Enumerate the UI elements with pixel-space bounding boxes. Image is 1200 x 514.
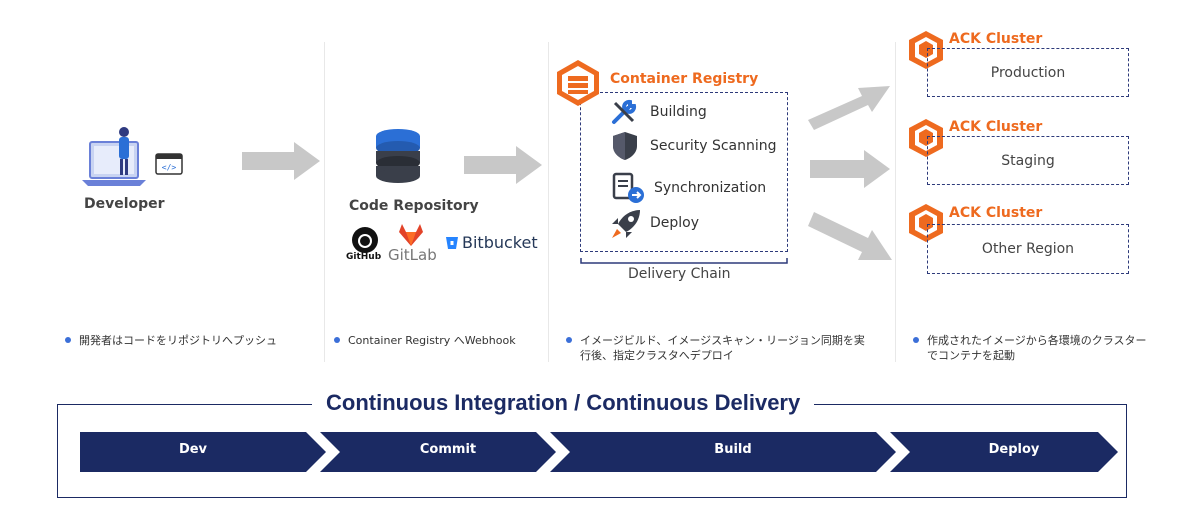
cluster-env-label: Staging [1001, 152, 1055, 169]
developer-laptop-icon: </> [82, 127, 183, 186]
flow-arrow-icon [464, 146, 542, 184]
github-label: GitHub [346, 252, 382, 262]
cluster-staging-box: Staging [927, 136, 1129, 185]
container-registry-icon [557, 60, 599, 106]
gitlab-label: GitLab [388, 246, 437, 264]
registry-title: Container Registry [610, 71, 759, 87]
registry-pipeline-box [580, 92, 788, 252]
column-divider [548, 42, 549, 362]
code-repository-label: Code Repository [349, 198, 479, 214]
code-tag-text: </> [162, 163, 177, 172]
ack-cluster-icon [909, 31, 943, 69]
wrench-icon [612, 99, 637, 124]
flow-arrow-icon [808, 212, 892, 260]
step-synchronization: Synchronization [654, 180, 767, 196]
cluster-other-region-box: Other Region [927, 224, 1129, 274]
ack-cluster-icon [909, 204, 943, 242]
bitbucket-icon [446, 237, 458, 249]
gitlab-icon [399, 224, 423, 246]
rocket-icon [612, 210, 640, 238]
note-developer: 開発者はコードをリポジトリへプッシュ [65, 333, 329, 348]
cluster-env-label: Other Region [981, 241, 1075, 257]
bitbucket-label: Bitbucket [462, 233, 538, 252]
flow-arrow-icon [810, 150, 890, 188]
cluster-env-label: Production [990, 64, 1066, 81]
step-security-scanning: Security Scanning [650, 138, 777, 154]
database-icon [376, 129, 420, 183]
stage-commit-chevron [320, 432, 556, 472]
step-deploy: Deploy [650, 215, 700, 231]
note-registry: イメージビルド、イメージスキャン・リージョン同期を実行後、指定クラスタへデプロイ [566, 333, 870, 363]
flow-arrow-icon [242, 142, 320, 180]
stage-commit-label: Commit [419, 442, 477, 457]
ack-cluster-icon [909, 119, 943, 157]
column-divider [895, 42, 896, 362]
delivery-chain-bracket [580, 258, 788, 264]
shield-icon [613, 132, 637, 160]
github-icon [352, 227, 378, 253]
stage-dev-label: Dev [178, 442, 208, 457]
developer-label: Developer [84, 196, 165, 212]
cluster-title: ACK Cluster [949, 205, 1043, 221]
stage-deploy-chevron [890, 432, 1118, 472]
delivery-chain-label: Delivery Chain [628, 266, 731, 282]
cicd-title: Continuous Integration / Continuous Deli… [312, 390, 815, 416]
cluster-title: ACK Cluster [949, 119, 1043, 135]
note-clusters: 作成されたイメージから各環境のクラスターでコンテナを起動 [913, 333, 1147, 363]
column-divider [324, 42, 325, 362]
flow-arrow-icon [808, 86, 890, 130]
stage-dev-chevron [80, 432, 326, 472]
cluster-production-box: Production [927, 48, 1129, 97]
cluster-title: ACK Cluster [949, 31, 1043, 47]
stage-build-label: Build [714, 442, 752, 457]
pipeline-chevrons [80, 432, 1118, 472]
step-building: Building [650, 104, 707, 120]
stage-build-chevron [550, 432, 896, 472]
stage-deploy-label: Deploy [988, 442, 1040, 457]
note-code-repository: Container Registry へWebhook [334, 333, 563, 348]
sync-doc-icon [612, 172, 644, 203]
